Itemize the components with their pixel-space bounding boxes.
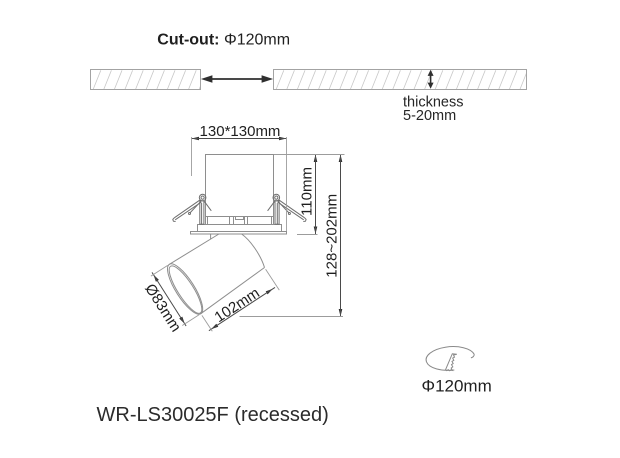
svg-text:Φ120mm: Φ120mm bbox=[422, 377, 492, 396]
svg-text:128~202mm: 128~202mm bbox=[323, 194, 340, 278]
svg-text:110mm: 110mm bbox=[299, 167, 316, 216]
svg-text:WR-LS30025F (recessed): WR-LS30025F (recessed) bbox=[97, 404, 329, 426]
svg-text:thickness: thickness bbox=[403, 94, 463, 110]
svg-text:Cut-out: Φ120mm: Cut-out: Φ120mm bbox=[157, 31, 290, 48]
svg-text:5-20mm: 5-20mm bbox=[403, 108, 456, 124]
svg-text:130*130mm: 130*130mm bbox=[200, 123, 281, 140]
